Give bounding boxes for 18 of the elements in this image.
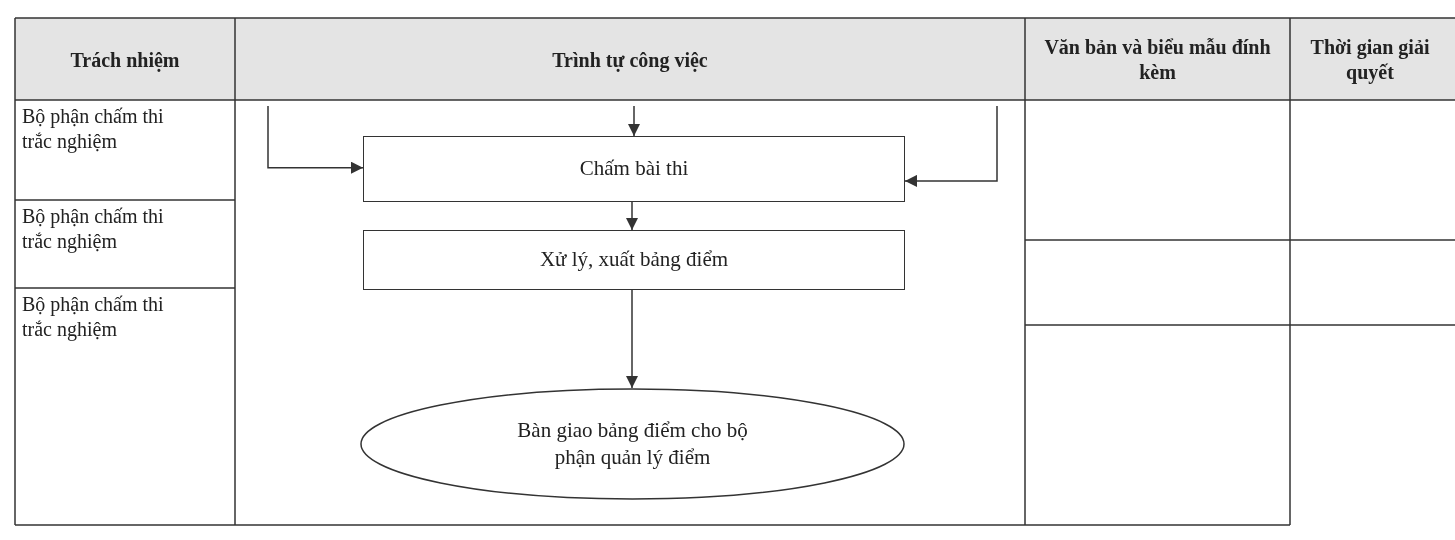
responsibility-text: Bộ phận chấm thi trắc nghiệm [22,104,165,154]
arrow [626,289,638,389]
responsibility-text: Bộ phận chấm thi trắc nghiệm [22,204,165,254]
process-box [363,136,905,202]
column-header: Trách nhiệm [69,47,181,74]
step-text: Bàn giao bảng điểm cho bộ phận quản lý điểm [516,416,749,471]
step-text: Xử lý, xuất bảng điểm [539,246,729,274]
arrow [267,105,364,174]
column-header: Trình tự công việc [551,47,709,74]
process-box [363,230,905,290]
arrow [904,105,998,187]
column-header: Thời gian giải quyết [1309,35,1431,86]
column-header: Văn bản và biểu mẫu đính kèm [1043,35,1272,85]
arrow [628,105,640,137]
arrow [626,201,638,231]
terminal-ellipse [360,388,905,500]
responsibility-text: Bộ phận chấm thi trắc nghiệm [22,292,165,342]
step-text: Chấm bài thi [579,155,689,183]
